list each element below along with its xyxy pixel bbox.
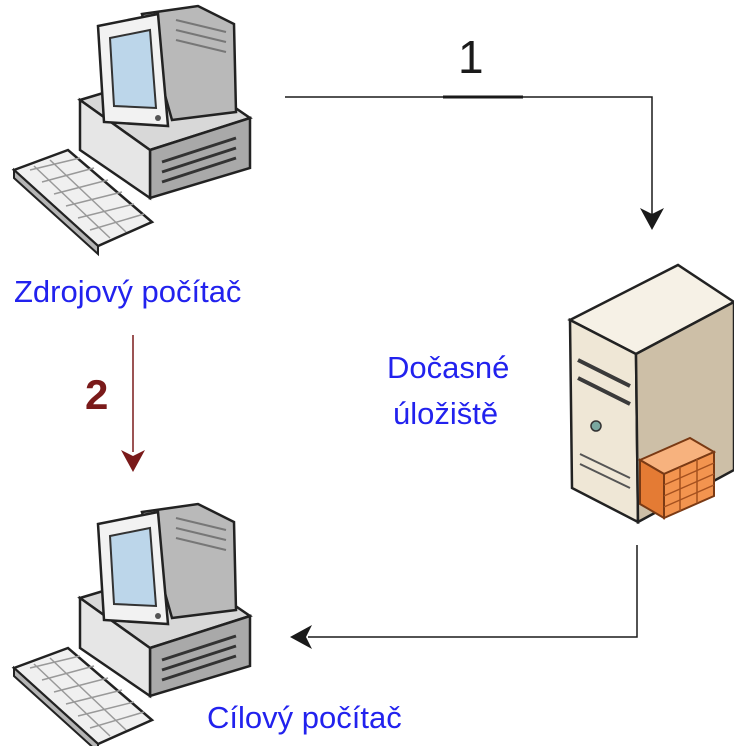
connector-step-2 [121, 335, 145, 472]
step-2-label: 2 [85, 371, 109, 418]
target-computer-label: Cílový počítač [207, 700, 402, 735]
source-computer-label: Zdrojový počítač [14, 274, 242, 309]
step-1-label: 1 [458, 31, 484, 83]
temporary-storage-label-line2: úložiště [393, 396, 499, 431]
source-computer-icon [12, 4, 252, 256]
server-with-firewall-icon [567, 263, 734, 525]
connector-storage-to-target [290, 545, 638, 649]
temporary-storage-label-line1: Dočasné [387, 350, 510, 385]
connector-step-1 [285, 95, 664, 230]
